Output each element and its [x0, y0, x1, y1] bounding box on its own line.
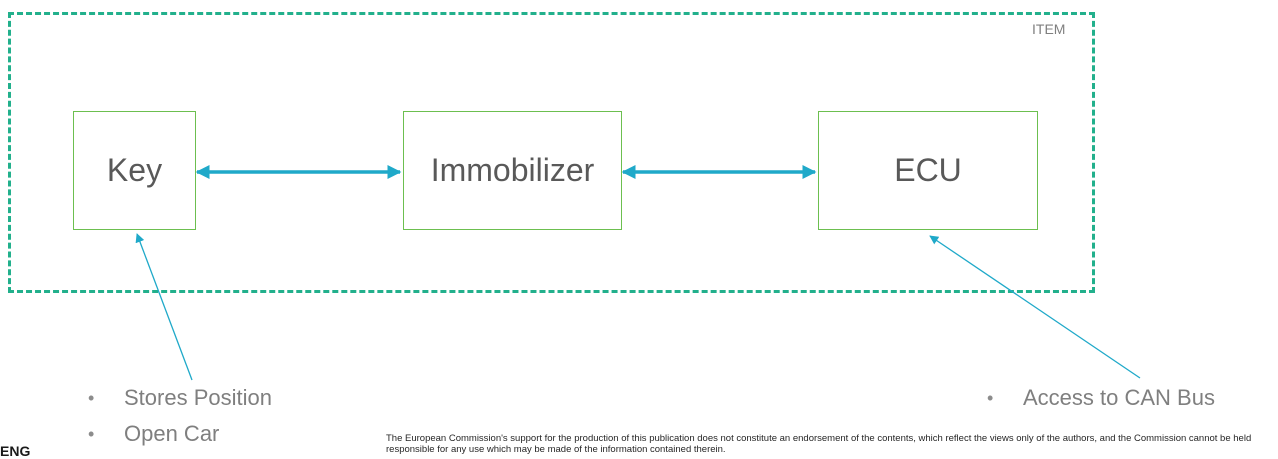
logo-text: ENG	[0, 443, 31, 459]
ecu-note-item: Access to CAN Bus	[985, 380, 1215, 416]
item-boundary-label: ITEM	[1032, 21, 1066, 37]
key-note-item: Stores Position	[86, 380, 272, 416]
key-note-pointer	[135, 233, 193, 381]
immobilizer-block: Immobilizer	[403, 111, 622, 230]
ecu-note-pointer	[929, 235, 1141, 379]
key-note-item: Open Car	[86, 416, 272, 452]
key-notes-list: Stores Position Open Car	[86, 380, 272, 452]
ecu-block: ECU	[818, 111, 1038, 230]
item-boundary	[8, 12, 1095, 293]
key-block: Key	[73, 111, 196, 230]
ec-disclaimer: The European Commission's support for th…	[386, 433, 1252, 455]
ecu-notes-list: Access to CAN Bus	[985, 380, 1215, 416]
